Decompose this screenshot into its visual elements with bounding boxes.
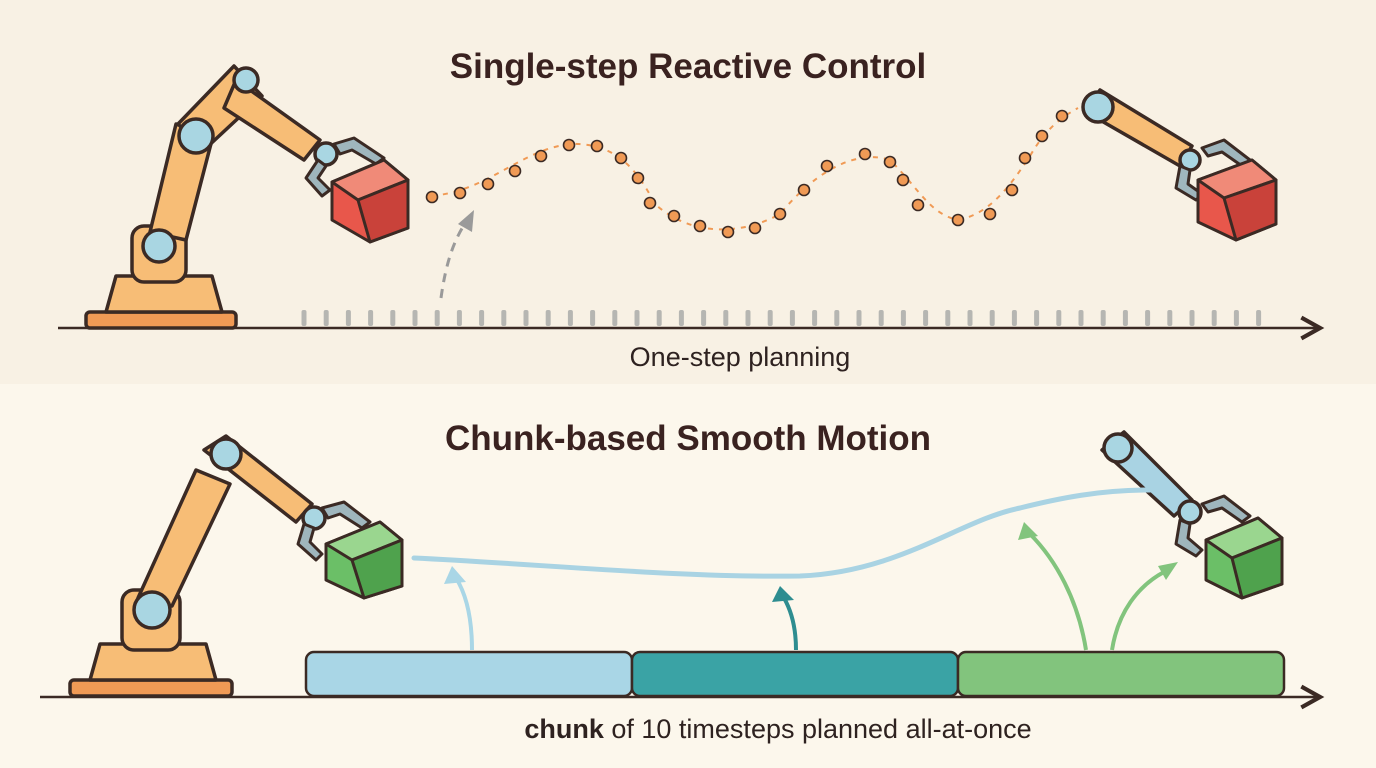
robot-arm-icon [1081, 88, 1252, 202]
red-cube-icon [1196, 158, 1278, 242]
chunk-arrow-2 [782, 597, 798, 651]
timestep-tick [1122, 310, 1128, 326]
timestep-tick [656, 310, 662, 326]
timestep-tick [723, 310, 729, 326]
smooth-trajectory-line [411, 487, 1153, 579]
timestep-tick [545, 310, 551, 326]
timestep-tick [900, 310, 906, 326]
timestep-tick [1011, 310, 1017, 326]
timestep-tick [1034, 310, 1040, 326]
one-step-arrow-head [458, 210, 474, 232]
timestep-tick [967, 310, 973, 326]
timestep-tick [789, 310, 795, 326]
robot-arm-icon [84, 64, 386, 330]
timestep-tick [678, 310, 684, 326]
timestep-tick [323, 310, 329, 326]
timestep-tick [501, 310, 507, 326]
caption-rest: of 10 timesteps planned all-at-once [604, 714, 1032, 744]
timestep-tick [412, 310, 418, 326]
chunk-bar-1 [304, 650, 634, 698]
chunk-bar-3 [956, 650, 1286, 698]
timestep-tick [434, 310, 440, 326]
robot-arm-icon [68, 434, 372, 698]
timestep-tick [856, 310, 862, 326]
timestep-tick [1211, 310, 1217, 326]
timestep-tick [1078, 310, 1084, 326]
chunk-arrow-3a-head [1018, 522, 1038, 540]
chunk-bar-2 [630, 650, 960, 698]
timestep-tick [878, 310, 884, 326]
caption-bold-word: chunk [524, 714, 604, 744]
timestep-tick [989, 310, 995, 326]
chunk-arrow-3b [1110, 570, 1165, 651]
timestep-tick [479, 310, 485, 326]
timestep-tick [1145, 310, 1151, 326]
timestep-tick [945, 310, 951, 326]
timestep-tick [612, 310, 618, 326]
chunk-arrow-1 [454, 576, 474, 651]
chunk-arrow-2-head [772, 586, 794, 602]
timestep-tick [745, 310, 751, 326]
green-cube-icon [324, 520, 404, 600]
bottom-panel-title: Chunk-based Smooth Motion [445, 419, 931, 458]
timestep-tick [1167, 310, 1173, 326]
timestep-tick [1233, 310, 1239, 326]
timestep-tick [1256, 310, 1262, 326]
timestep-tick [1189, 310, 1195, 326]
timestep-tick [523, 310, 529, 326]
timestep-tick [1056, 310, 1062, 326]
robot-arm-icon [1100, 430, 1252, 558]
timestep-tick [834, 310, 840, 326]
green-cube-icon [1204, 516, 1284, 600]
chunk-arrow-3b-head [1158, 562, 1178, 580]
bottom-panel-caption: chunk of 10 timesteps planned all-at-onc… [524, 714, 1031, 744]
chunk-arrow-3a [1028, 532, 1088, 651]
top-panel-caption: One-step planning [630, 342, 851, 372]
chunk-arrow-1-head [444, 566, 466, 584]
timestep-tick [345, 310, 351, 326]
timestep-tick [923, 310, 929, 326]
timestep-tick [812, 310, 818, 326]
timestep-tick [390, 310, 396, 326]
timestep-tick [301, 310, 307, 326]
trajectory-dots [425, 109, 1069, 239]
timestep-tick [590, 310, 596, 326]
timestep-tick [567, 310, 573, 326]
timestep-tick [701, 310, 707, 326]
timestep-tick [368, 310, 374, 326]
red-cube-icon [330, 158, 410, 244]
timestep-ticks [301, 310, 1262, 326]
timestep-tick [634, 310, 640, 326]
timestep-tick [456, 310, 462, 326]
top-panel-title: Single-step Reactive Control [450, 47, 926, 86]
timestep-tick [1100, 310, 1106, 326]
timestep-tick [767, 310, 773, 326]
